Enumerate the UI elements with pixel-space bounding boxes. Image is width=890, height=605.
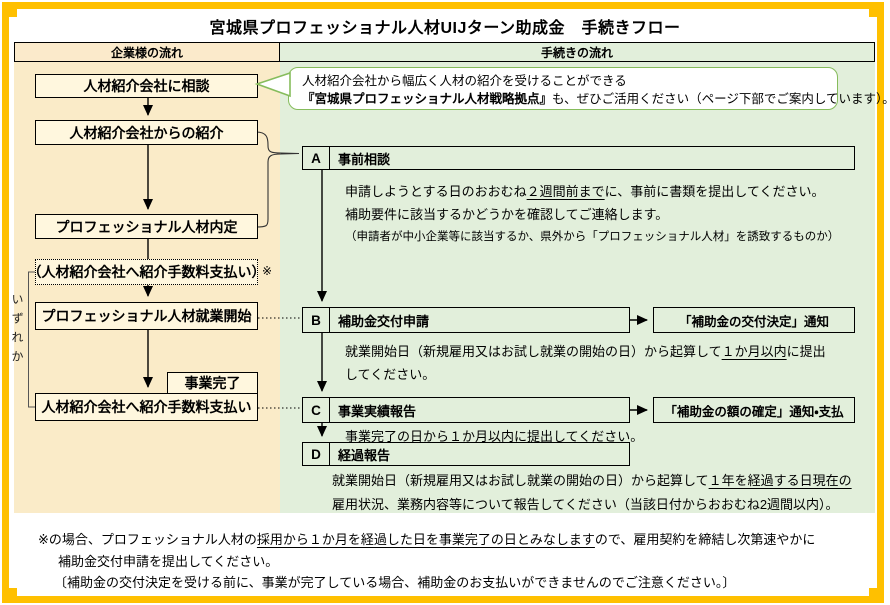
section-d-title: 経過報告 bbox=[338, 447, 391, 463]
section-b-header: B 補助金交付申請 bbox=[302, 307, 630, 333]
section-b-title: 補助金交付申請 bbox=[338, 313, 430, 329]
flow-box-start-work: プロフェッショナル人材就業開始 bbox=[35, 302, 258, 330]
section-d-line1: 就業開始日（新規雇用又はお試し就業の開始の日）から起算して１年を経過する日現在の bbox=[332, 470, 852, 489]
notice-amount-decision: 「補助金の額の確定」通知・支払 bbox=[653, 397, 855, 423]
frame-left bbox=[2, 2, 9, 603]
b-line1-pre: 就業開始日（新規雇用又はお試し就業の開始の日）から起算して bbox=[345, 344, 722, 359]
frame-top bbox=[2, 2, 884, 9]
promo-bubble-line1: 人材紹介会社から幅広く人材の紹介を受けることができる bbox=[302, 74, 627, 88]
promo-bubble: 人材紹介会社から幅広く人材の紹介を受けることができる 『宮城県プロフェッショナル… bbox=[288, 67, 890, 110]
section-a-letter: A bbox=[303, 147, 330, 169]
a-line1-pre: 申請しようとする日のおおむね bbox=[345, 184, 527, 199]
flow-box-consult-label: 人材紹介会社に相談 bbox=[83, 78, 210, 94]
section-a-header: A 事前相談 bbox=[302, 146, 855, 170]
d-line1-underline: １年を経過する日現在の bbox=[708, 473, 852, 488]
asterisk-mark: ※ bbox=[262, 264, 273, 278]
note-line1-post: ので、雇用契約を締結し次第速やかに bbox=[594, 532, 816, 547]
flow-box-referral-label: 人材紹介会社からの紹介 bbox=[69, 124, 224, 141]
section-d-line2: 雇用状況、業務内容等について報告してください（当該日付からおおむね2週間以内）。 bbox=[332, 497, 839, 512]
c-line1-pre: 事業完了の日から bbox=[345, 429, 450, 444]
frame-corner-bl bbox=[2, 588, 17, 603]
section-c-title: 事業実績報告 bbox=[338, 403, 417, 419]
flow-box-fee-optional: （人材紹介会社へ紹介手数料支払い） bbox=[28, 259, 266, 285]
flow-box-referral: 人材紹介会社からの紹介 bbox=[35, 120, 258, 145]
section-b-line2: してください。 bbox=[345, 367, 436, 382]
section-a-line3: （申請者が中小企業等に該当するか、県外から「プロフェッショナル人材」を誘致するも… bbox=[345, 231, 840, 243]
section-c-line1: 事業完了の日から１か月以内に提出してください。 bbox=[345, 426, 643, 445]
procedure-flow-header: 手続きの流れ bbox=[280, 43, 874, 61]
d-line1-pre: 就業開始日（新規雇用又はお試し就業の開始の日）から起算して bbox=[332, 473, 709, 488]
frame-corner-tl bbox=[2, 2, 17, 17]
section-a-title: 事前相談 bbox=[338, 151, 391, 167]
section-a-line2: 補助要件に該当するかどうかを確認してご連絡します。 bbox=[345, 207, 669, 222]
either-label: いずれか bbox=[10, 293, 24, 369]
section-d-letter: D bbox=[303, 443, 330, 465]
flow-box-fee-pay-label: 人材紹介会社へ紹介手数料支払い bbox=[41, 399, 252, 415]
a-line1-post: に、事前に書類を提出してください。 bbox=[604, 184, 825, 199]
note-line1: ※の場合、プロフェッショナル人材の採用から１か月を経過した日を事業完了の日とみな… bbox=[38, 529, 815, 548]
c-line1-underline: １か月以内 bbox=[449, 429, 515, 444]
b-line1-post: に提出 bbox=[786, 344, 826, 359]
note-line1-pre: ※の場合、プロフェッショナル人材の bbox=[38, 532, 257, 547]
company-flow-header: 企業様の流れ bbox=[15, 43, 280, 61]
promo-bubble-line2: 『宮城県プロフェッショナル人材戦略拠点』も、ぜひご活用ください（ページ下部でご案… bbox=[302, 90, 890, 108]
b-line1-underline: １か月以内 bbox=[721, 344, 787, 359]
section-a-line1: 申請しようとする日のおおむね２週間前までに、事前に書類を提出してください。 bbox=[345, 181, 824, 200]
flow-box-consult: 人材紹介会社に相談 bbox=[35, 74, 258, 98]
section-c-header: C 事業実績報告 bbox=[302, 397, 630, 423]
note-line2: 補助金交付申請を提出してください。 bbox=[58, 554, 279, 569]
frame-bottom bbox=[2, 596, 884, 603]
column-header-row: 企業様の流れ 手続きの流れ bbox=[14, 42, 875, 62]
section-b-letter: B bbox=[303, 308, 330, 332]
flow-box-offer-label: プロフェッショナル人材内定 bbox=[55, 218, 238, 235]
flow-box-fee-optional-label: （人材紹介会社へ紹介手数料支払い） bbox=[27, 264, 266, 280]
page-title: 宮城県プロフェッショナル人材UIJターン助成金 手続きフロー bbox=[209, 20, 681, 37]
frame-corner-tr bbox=[869, 2, 884, 17]
flow-box-start-work-label: プロフェッショナル人材就業開始 bbox=[41, 308, 252, 324]
section-c-letter: C bbox=[303, 398, 330, 422]
flow-box-complete-label: 事業完了 bbox=[184, 375, 241, 391]
flow-box-complete: 事業完了 bbox=[167, 372, 258, 394]
flow-box-fee-pay: 人材紹介会社へ紹介手数料支払い bbox=[35, 393, 258, 421]
procedure-column-background bbox=[280, 62, 875, 513]
promo-bubble-rest: も、ぜひご活用ください（ページ下部でご案内しています）。 bbox=[552, 92, 890, 106]
flow-box-offer: プロフェッショナル人材内定 bbox=[35, 214, 258, 239]
frame-right bbox=[877, 2, 884, 603]
note-line1-underline: 採用から１か月を経過した日を事業完了の日とみなします bbox=[256, 532, 595, 547]
notice-grant-decision: 「補助金の交付決定」通知 bbox=[653, 307, 855, 333]
a-line1-underline: ２週間前まで bbox=[526, 184, 605, 199]
c-line1-post: に提出してください。 bbox=[514, 429, 644, 444]
frame-corner-br bbox=[869, 588, 884, 603]
promo-bubble-bold: 『宮城県プロフェッショナル人材戦略拠点』 bbox=[302, 92, 553, 106]
section-d-header: D 経過報告 bbox=[302, 442, 630, 466]
section-b-line1: 就業開始日（新規雇用又はお試し就業の開始の日）から起算して１か月以内に提出 bbox=[345, 341, 826, 360]
note-line3: 〔補助金の交付決定を受ける前に、事業が完了している場合、補助金のお支払いができま… bbox=[54, 575, 736, 590]
